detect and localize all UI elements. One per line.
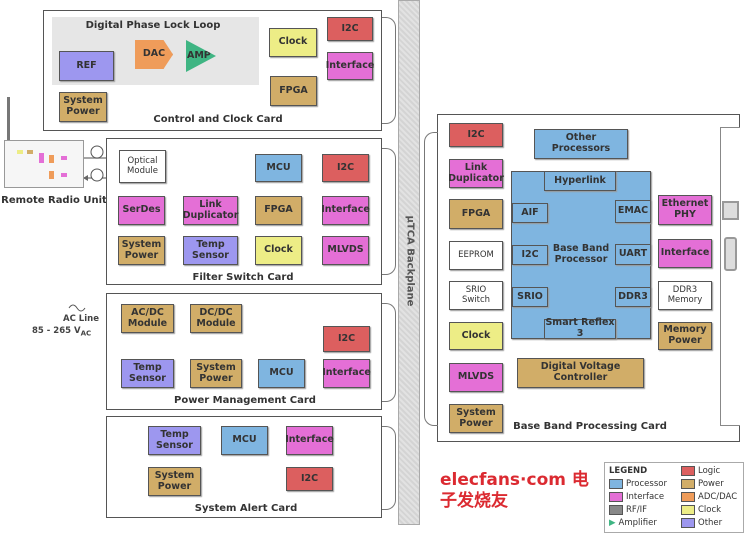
optical-module-block: Optical Module	[119, 150, 166, 183]
srio-switch-block: SRIO Switch	[449, 281, 503, 310]
interface-block: Interface	[285, 426, 334, 455]
bracket	[382, 426, 396, 510]
mcu-block: MCU	[221, 426, 268, 455]
link-duplicator-block: Link Duplicator	[183, 196, 238, 225]
interface-block: Interface	[322, 359, 371, 388]
front-panel	[720, 127, 740, 426]
ddr3-memory-block: DDR3 Memory	[658, 281, 712, 310]
mlvds-block: MLVDS	[322, 236, 369, 265]
dpll-title: Digital Phase Lock Loop	[85, 20, 221, 31]
temp-sensor-block: Temp Sensor	[148, 426, 201, 455]
system-power-block: System Power	[190, 359, 242, 388]
i2c-port: I2C	[512, 245, 548, 265]
i2c-block: I2C	[322, 154, 369, 182]
legend-title: LEGEND	[609, 466, 648, 476]
fpga-block: FPGA	[255, 196, 302, 225]
legend: LEGEND Processor Interface RF/IF ▶Amplif…	[604, 462, 744, 533]
temp-sensor-block: Temp Sensor	[183, 236, 238, 265]
emac-port: EMAC	[615, 200, 651, 223]
card-title: Control and Clock Card	[153, 114, 283, 125]
dcdc-module-block: DC/DC Module	[190, 304, 242, 333]
interface-block: Interface	[658, 239, 712, 268]
card-title: Filter Switch Card	[192, 272, 294, 283]
system-power-block: System Power	[59, 92, 107, 122]
ac-range-label: 85 - 265 VAC	[32, 326, 91, 338]
remote-radio-unit-image	[4, 140, 84, 188]
other-processors-block: Other Processors	[534, 129, 628, 159]
smart-reflex-port: Smart Reflex 3	[544, 317, 616, 339]
ac-range: 85 - 265 V	[32, 326, 81, 336]
watermark: elecfans·com 电子发烧友	[440, 470, 589, 511]
system-power-block: System Power	[449, 404, 503, 433]
i2c-block: I2C	[323, 326, 370, 352]
card-title: Power Management Card	[174, 395, 316, 406]
legend-item: ▶Amplifier	[609, 518, 657, 528]
bracket	[424, 132, 438, 426]
legend-item: Power	[681, 479, 724, 489]
antenna-icon	[7, 97, 10, 140]
legend-item: Clock	[681, 505, 721, 515]
ethernet-phy-block: Ethernet PHY	[658, 195, 712, 225]
mlvds-block: MLVDS	[449, 363, 503, 392]
uart-port: UART	[615, 244, 651, 265]
card-title: Base Band Processing Card	[513, 421, 667, 432]
legend-item: RF/IF	[609, 505, 647, 515]
clock-block: Clock	[449, 322, 503, 350]
eeprom-block: EEPROM	[449, 241, 503, 270]
legend-item: Other	[681, 518, 722, 528]
clock-block: Clock	[269, 28, 317, 57]
fpga-block: FPGA	[270, 76, 317, 106]
backplane-label: µTCA Backplane	[404, 215, 416, 307]
ac-line-label: AC Line	[63, 314, 99, 324]
ethernet-port-icon	[722, 201, 739, 220]
legend-item: Interface	[609, 492, 664, 502]
card-title: System Alert Card	[194, 503, 298, 514]
i2c-block: I2C	[449, 123, 503, 147]
ref-block: REF	[59, 51, 114, 81]
temp-sensor-block: Temp Sensor	[121, 359, 174, 388]
hyperlink-port: Hyperlink	[544, 171, 616, 191]
mcu-block: MCU	[255, 154, 302, 182]
srio-port: SRIO	[512, 287, 548, 307]
i2c-block: I2C	[286, 467, 333, 491]
serdes-block: SerDes	[118, 196, 165, 225]
acdc-module-block: AC/DC Module	[121, 304, 174, 333]
digital-voltage-controller-block: Digital Voltage Controller	[517, 358, 644, 388]
bracket	[382, 303, 396, 402]
mcu-block: MCU	[258, 359, 305, 388]
i2c-block: I2C	[327, 17, 373, 41]
serial-port-icon	[724, 237, 737, 271]
rru-label: Remote Radio Unit	[1, 195, 107, 206]
clock-block: Clock	[255, 236, 302, 265]
aif-port: AIF	[512, 203, 548, 223]
interface-block: Interface	[326, 52, 374, 80]
legend-item: Processor	[609, 479, 667, 489]
legend-item: Logic	[681, 466, 720, 476]
link-duplicator-block: Link Duplicator	[448, 159, 504, 188]
ddr3-port: DDR3	[615, 287, 651, 307]
fpga-block: FPGA	[449, 199, 503, 229]
ac-sub: AC	[80, 328, 92, 338]
memory-power-block: Memory Power	[658, 322, 712, 350]
bracket	[382, 148, 396, 275]
system-power-block: System Power	[118, 236, 165, 265]
utca-backplane: µTCA Backplane	[398, 0, 420, 525]
system-power-block: System Power	[148, 467, 201, 496]
legend-item: ADC/DAC	[681, 492, 737, 502]
bracket	[382, 17, 396, 124]
interface-block: Interface	[321, 196, 370, 225]
